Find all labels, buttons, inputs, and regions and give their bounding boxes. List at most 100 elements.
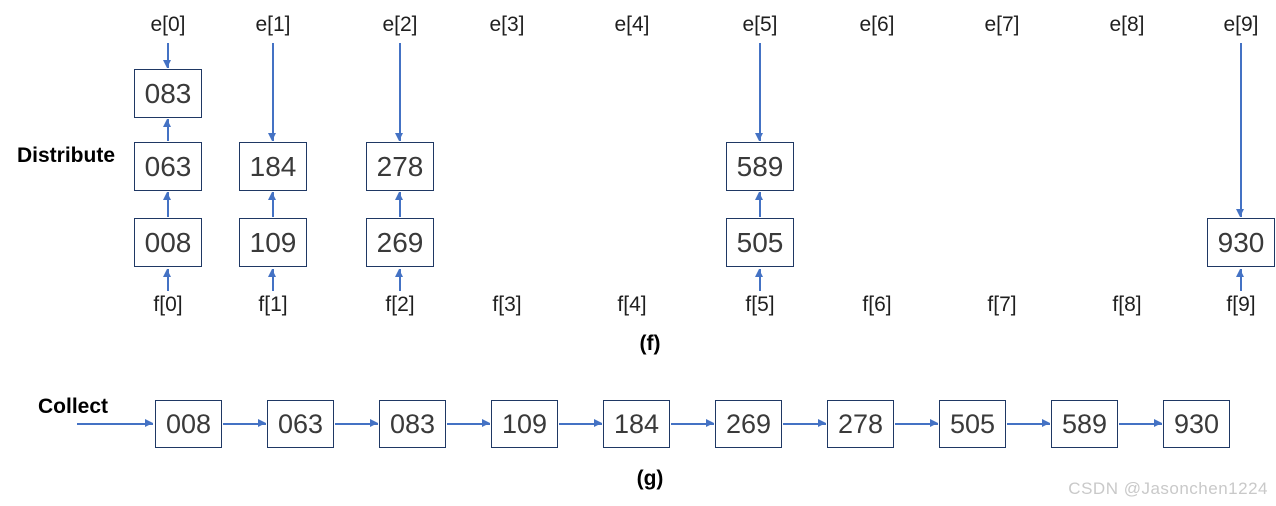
- e-array-label: e[9]: [1223, 13, 1259, 36]
- arrow-line: [895, 423, 938, 425]
- e-array-label: e[8]: [1109, 13, 1145, 36]
- arrowhead-down: [395, 133, 404, 141]
- arrowhead-right: [482, 419, 490, 428]
- arrowhead-down: [163, 60, 172, 68]
- e-array-label: e[7]: [984, 13, 1020, 36]
- arrowhead-down: [755, 133, 764, 141]
- arrow-line: [447, 423, 490, 425]
- chain-up-arrow: [163, 119, 173, 141]
- e-pointer-arrow: [1236, 43, 1246, 217]
- collect-link-arrow: [223, 419, 266, 429]
- arrowhead-up: [1236, 269, 1245, 277]
- chain-up-arrow: [755, 192, 765, 217]
- arrow-line: [759, 43, 761, 141]
- arrow-line: [167, 119, 169, 141]
- arrow-line: [335, 423, 378, 425]
- f-array-label: f[1]: [258, 293, 288, 316]
- e-array-label: e[2]: [382, 13, 418, 36]
- collect-link-arrow: [1007, 419, 1050, 429]
- chain-up-arrow: [268, 192, 278, 217]
- collect-link-arrow: [559, 419, 602, 429]
- distribute-box: 109: [239, 218, 307, 267]
- e-array-label: e[6]: [859, 13, 895, 36]
- f-pointer-arrow: [395, 269, 405, 291]
- arrowhead-down: [1236, 209, 1245, 217]
- e-array-label: e[4]: [614, 13, 650, 36]
- distribute-box: 269: [366, 218, 434, 267]
- chain-up-arrow: [163, 192, 173, 217]
- arrow-line: [272, 269, 274, 291]
- arrowhead-down: [268, 133, 277, 141]
- arrow-line: [559, 423, 602, 425]
- arrow-line: [272, 43, 274, 141]
- collect-link-arrow: [671, 419, 714, 429]
- e-pointer-arrow: [395, 43, 405, 141]
- collect-link-arrow: [335, 419, 378, 429]
- e-array-label: e[0]: [150, 13, 186, 36]
- collect-box: 063: [267, 400, 334, 448]
- arrowhead-up: [163, 269, 172, 277]
- collect-link-arrow: [447, 419, 490, 429]
- distribute-box: 589: [726, 142, 794, 191]
- arrowhead-right: [594, 419, 602, 428]
- collect-box: 930: [1163, 400, 1230, 448]
- arrow-line: [759, 192, 761, 217]
- arrow-line: [783, 423, 826, 425]
- e-pointer-arrow: [163, 43, 173, 68]
- distribute-box: 184: [239, 142, 307, 191]
- arrow-line: [399, 43, 401, 141]
- arrowhead-right: [145, 419, 153, 428]
- f-array-label: f[5]: [745, 293, 775, 316]
- f-array-label: f[9]: [1226, 293, 1256, 316]
- arrowhead-right: [930, 419, 938, 428]
- arrowhead-right: [258, 419, 266, 428]
- e-array-label: e[3]: [489, 13, 525, 36]
- arrow-line: [167, 269, 169, 291]
- f-pointer-arrow: [1236, 269, 1246, 291]
- e-array-label: e[1]: [255, 13, 291, 36]
- arrow-line: [223, 423, 266, 425]
- arrowhead-up: [163, 192, 172, 200]
- collect-link-arrow: [783, 419, 826, 429]
- distribute-box: 083: [134, 69, 202, 118]
- caption-g: (g): [636, 467, 664, 490]
- collect-box: 589: [1051, 400, 1118, 448]
- f-array-label: f[3]: [492, 293, 522, 316]
- arrow-line: [167, 43, 169, 68]
- f-pointer-arrow: [268, 269, 278, 291]
- arrowhead-right: [818, 419, 826, 428]
- distribute-box: 278: [366, 142, 434, 191]
- chain-up-arrow: [395, 192, 405, 217]
- arrow-line: [759, 269, 761, 291]
- arrowhead-right: [1042, 419, 1050, 428]
- arrowhead-right: [370, 419, 378, 428]
- arrowhead-up: [268, 269, 277, 277]
- distribute-box: 930: [1207, 218, 1275, 267]
- collect-box: 184: [603, 400, 670, 448]
- arrowhead-up: [395, 269, 404, 277]
- collect-box: 269: [715, 400, 782, 448]
- distribute-box: 505: [726, 218, 794, 267]
- collect-link-arrow: [895, 419, 938, 429]
- arrow-line: [671, 423, 714, 425]
- arrow-line: [77, 423, 153, 425]
- arrowhead-up: [395, 192, 404, 200]
- collect-box: 008: [155, 400, 222, 448]
- distribute-box: 008: [134, 218, 202, 267]
- collect-link-arrow: [1119, 419, 1162, 429]
- collect-box: 505: [939, 400, 1006, 448]
- f-array-label: f[4]: [617, 293, 647, 316]
- distribute-label: Distribute: [17, 144, 116, 167]
- arrowhead-right: [1154, 419, 1162, 428]
- collect-box: 083: [379, 400, 446, 448]
- f-pointer-arrow: [755, 269, 765, 291]
- collect-box: 109: [491, 400, 558, 448]
- arrow-line: [167, 192, 169, 217]
- arrow-line: [399, 192, 401, 217]
- caption-f: (f): [639, 332, 661, 355]
- arrow-line: [1240, 43, 1242, 217]
- arrowhead-right: [706, 419, 714, 428]
- f-array-label: f[6]: [862, 293, 892, 316]
- arrow-line: [1007, 423, 1050, 425]
